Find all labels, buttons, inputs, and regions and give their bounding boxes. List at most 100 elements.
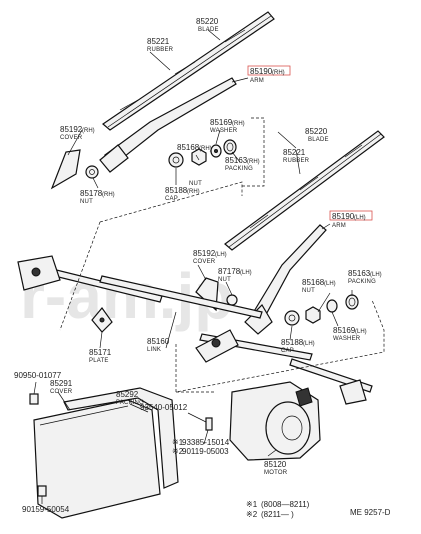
label-arm-lh[interactable]: 85190 (LH) ARM [332,212,366,229]
cap-rh[interactable] [168,152,184,168]
diagram-code: ME 9257-D [350,508,391,517]
svg-text:(RH): (RH) [82,128,95,134]
plate[interactable] [91,307,113,333]
washer-lh-shape[interactable] [326,299,338,313]
label-cover-motor[interactable]: 85291 COVER [50,379,73,395]
label-motor[interactable]: 85120 MOTOR [264,460,288,476]
nut-168-rh-shape[interactable] [191,148,207,166]
svg-text:(RH): (RH) [247,159,260,165]
washer-rh-shape[interactable] [210,144,222,158]
arm-lh-highlight [329,210,373,221]
svg-text:85190: 85190 [250,67,273,76]
packing-lh-shape[interactable] [345,294,359,310]
svg-text:PACKING: PACKING [225,166,253,172]
motor-cover[interactable] [33,399,161,519]
svg-text:COVER: COVER [193,259,216,265]
svg-text:(LH): (LH) [303,341,315,347]
svg-text:85188: 85188 [165,186,188,195]
label-screw[interactable]: 93540-05012 [140,403,188,412]
footnote-1: ※1 (8008—8211) [246,500,310,509]
label-packing-motor[interactable]: 85292 PACKING [116,390,144,406]
svg-text:85188: 85188 [281,338,304,347]
svg-text:(RH): (RH) [232,121,245,127]
blade-lh[interactable] [224,130,385,251]
label-plate[interactable]: 85171 PLATE [89,348,112,364]
svg-text:RUBBER: RUBBER [147,47,174,53]
svg-text:(RH): (RH) [199,146,212,152]
svg-text:※2: ※2 [246,510,258,519]
svg-text:NUT: NUT [218,277,231,283]
svg-text:85220: 85220 [196,17,219,26]
svg-text:85169: 85169 [210,118,233,127]
svg-text:PACKING: PACKING [116,400,144,406]
svg-text:85171: 85171 [89,348,112,357]
svg-text:NUT: NUT [80,199,93,205]
svg-text:NUT: NUT [189,181,202,187]
blade-rh[interactable] [102,11,275,131]
svg-text:PACKING: PACKING [348,279,376,285]
leader-lines [33,29,385,504]
svg-text:MOTOR: MOTOR [264,470,288,476]
svg-text:WASHER: WASHER [210,128,238,134]
packing-rh-shape[interactable] [223,139,237,155]
label-nut-168-rh[interactable]: 85168 (RH) NUT [177,143,212,187]
svg-text:(LH): (LH) [354,215,366,221]
arm-lh[interactable] [244,224,327,335]
bolt-top-shape[interactable] [29,393,39,405]
nut-178-lh-shape[interactable] [226,294,238,306]
nut-168-lh-shape[interactable] [305,306,321,324]
label-nut-178-rh[interactable]: 85178 (RH) NUT [80,189,115,205]
label-cap-lh[interactable]: 85188 (LH) CAP [281,338,315,354]
svg-text:85168: 85168 [177,143,200,152]
label-bolt-top[interactable]: 90950-01077 [14,371,62,380]
label-washer-rh[interactable]: 85169 (RH) WASHER [210,118,245,134]
label-link[interactable]: 85160 LINK [147,337,170,353]
motor-packing[interactable] [63,387,179,489]
footnote-2: ※2 (8211— ) [246,510,294,519]
label-nut-178-lh[interactable]: 87178 (LH) NUT [218,267,252,283]
svg-text:85291: 85291 [50,379,73,388]
label-rubber-lh[interactable]: 85221 RUBBER [283,148,310,164]
svg-text:93385-15014: 93385-15014 [182,438,230,447]
nut-178-rh-shape[interactable] [85,165,99,179]
arm-rh[interactable] [99,77,237,173]
screw-shape[interactable] [205,417,213,431]
svg-text:85220: 85220 [305,127,328,136]
label-cap-rh[interactable]: 85188 (RH) CAP [165,186,200,202]
svg-text:COVER: COVER [60,135,83,141]
svg-text:ARM: ARM [250,78,264,84]
label-blade-lh[interactable]: 85220 BLADE [305,127,329,143]
label-packing-lh[interactable]: 85163 (LH) PACKING [348,269,382,285]
svg-text:85192: 85192 [60,125,83,134]
svg-text:LINK: LINK [147,347,161,353]
label-bolt-alt-1[interactable]: ※1 93385-15014 [172,438,230,447]
svg-text:85169: 85169 [333,326,356,335]
svg-text:(LH): (LH) [370,272,382,278]
cap-lh[interactable] [284,310,300,326]
svg-text:BLADE: BLADE [308,137,329,143]
svg-text:85163: 85163 [348,269,371,278]
svg-text:ARM: ARM [332,223,346,229]
svg-text:※1: ※1 [246,500,258,509]
label-cover-lh[interactable]: 85192 (LH) COVER [193,249,227,265]
label-rubber-rh[interactable]: 85221 RUBBER [147,37,174,53]
svg-text:WASHER: WASHER [333,336,361,342]
svg-text:PLATE: PLATE [89,358,109,364]
svg-text:(RH): (RH) [102,192,115,198]
label-cover-rh[interactable]: 85192 (RH) COVER [60,125,95,141]
label-washer-lh[interactable]: 85169 (LH) WASHER [333,326,367,342]
label-nut-168-lh[interactable]: 85168 (LH) NUT [302,278,336,294]
bolt-bottom-shape[interactable] [37,485,47,497]
label-packing-rh[interactable]: 85163 (RH) PACKING [225,156,260,172]
wiper-motor[interactable] [229,381,321,461]
cover-rh[interactable] [50,149,81,190]
label-blade-rh[interactable]: 85220 BLADE [196,17,219,33]
label-arm-rh[interactable]: 85190 (RH) ARM [250,67,285,84]
label-bolt-bottom[interactable]: 90159-50054 [22,505,70,514]
svg-text:(8211— ): (8211— ) [261,510,294,519]
label-bolt-alt-2[interactable]: ※2 90119-05003 [172,447,229,456]
wiper-link[interactable] [17,255,373,405]
svg-text:(LH): (LH) [324,281,336,287]
svg-text:85168: 85168 [302,278,325,287]
svg-text:(RH): (RH) [187,189,200,195]
